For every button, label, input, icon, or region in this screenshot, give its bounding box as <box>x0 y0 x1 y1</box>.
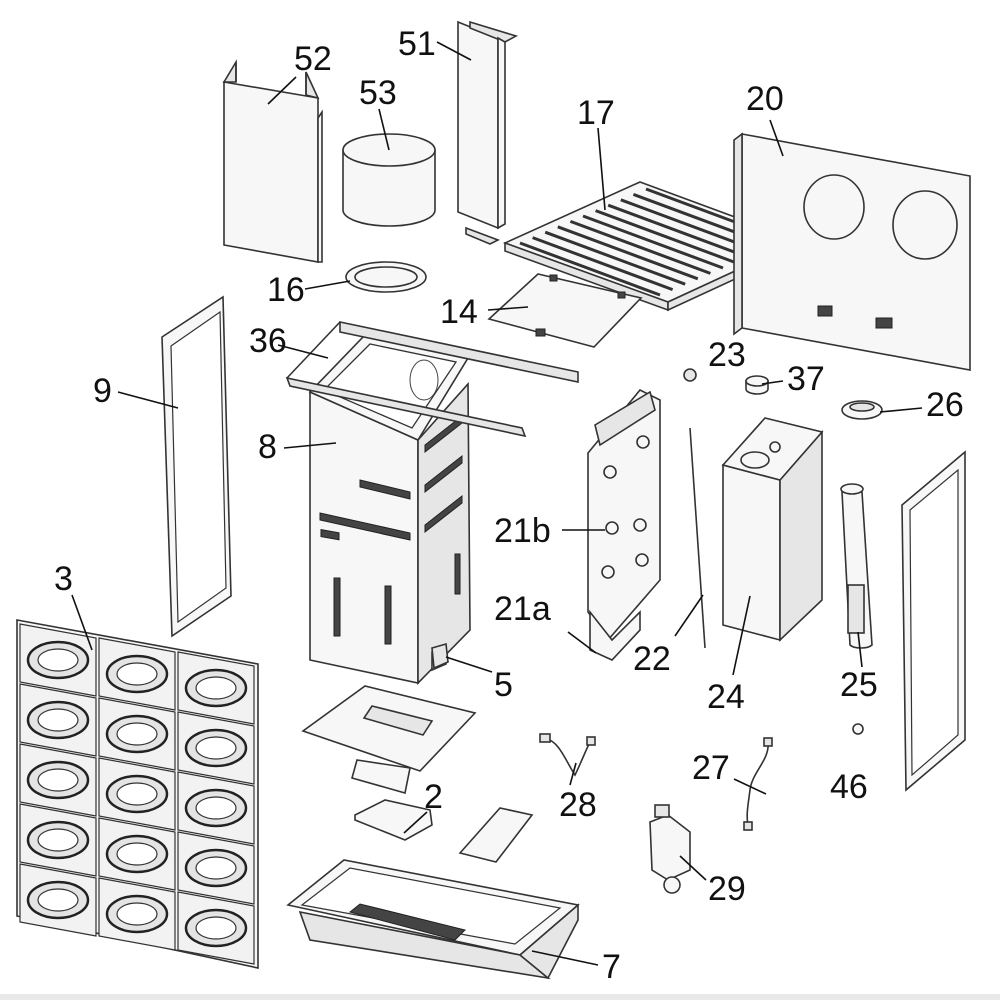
bracket <box>351 759 411 795</box>
label-23: 23 <box>708 336 746 374</box>
label-8: 8 <box>258 428 277 466</box>
right-side-panel <box>901 450 966 792</box>
decor-tile <box>98 757 176 831</box>
label-36: 36 <box>249 322 287 360</box>
grate-bar <box>532 236 674 292</box>
label-51: 51 <box>398 25 436 63</box>
bottom-edge <box>0 994 1000 1000</box>
decor-tile <box>98 697 176 771</box>
part-21a-plate <box>589 609 641 661</box>
part-28-pipe <box>539 733 596 777</box>
part-26-disc <box>841 400 883 420</box>
label-52: 52 <box>294 40 332 78</box>
decor-tile <box>98 877 176 951</box>
part-29-motor <box>649 804 691 894</box>
grate-bar <box>519 241 661 297</box>
decor-tile <box>177 651 255 725</box>
leader-lines <box>71 41 923 966</box>
part-22-rod <box>689 427 706 649</box>
part-51-side-panel <box>457 20 519 245</box>
decor-tile <box>19 623 97 697</box>
label-26: 26 <box>926 386 964 424</box>
label-20: 20 <box>746 80 784 118</box>
grate-bar <box>557 225 699 281</box>
part-23-knob <box>683 368 697 382</box>
label-25: 25 <box>840 666 878 704</box>
label-22: 22 <box>633 640 671 678</box>
decor-tile <box>98 817 176 891</box>
label-17: 17 <box>577 94 615 132</box>
label-5: 5 <box>494 666 513 704</box>
grate-bar <box>595 209 737 265</box>
part-16-ring <box>345 261 427 293</box>
grate-bar <box>544 230 686 286</box>
label-2: 2 <box>424 778 443 816</box>
decor-tile <box>19 683 97 757</box>
part-14-plate <box>487 273 643 348</box>
label-29: 29 <box>708 870 746 908</box>
decor-tile <box>19 743 97 817</box>
label-37: 37 <box>787 360 825 398</box>
part-36-rails <box>285 321 579 438</box>
label-9: 9 <box>93 372 112 410</box>
label-16: 16 <box>267 271 305 309</box>
grate-bar <box>607 203 749 259</box>
decor-tile <box>177 771 255 845</box>
part-37-cap <box>745 375 769 395</box>
label-46: 46 <box>830 768 868 806</box>
decor-tile <box>177 891 255 965</box>
label-27: 27 <box>692 749 730 787</box>
label-14: 14 <box>440 293 478 331</box>
label-3: 3 <box>54 560 73 598</box>
part-9-frame <box>161 295 232 638</box>
grate-bar <box>582 214 724 270</box>
part-52-side-panel <box>222 59 323 263</box>
label-7: 7 <box>602 948 621 986</box>
part-3-front-panel <box>16 619 259 969</box>
decor-tile <box>98 637 176 711</box>
part-25-tube <box>840 483 873 649</box>
decor-tile <box>19 803 97 877</box>
part-27-hose <box>743 737 773 831</box>
decor-tile <box>19 863 97 937</box>
part-5-fitting <box>431 642 449 670</box>
tray-plate <box>301 685 477 772</box>
decor-tile <box>177 711 255 785</box>
label-21b: 21b <box>494 512 551 550</box>
grate-bar <box>569 219 711 275</box>
part-20-back-panel <box>733 132 971 371</box>
label-53: 53 <box>359 74 397 112</box>
part-24-tank <box>721 417 824 642</box>
label-21a: 21a <box>494 590 551 628</box>
part-7-ash-pan <box>286 859 580 980</box>
label-28: 28 <box>559 786 597 824</box>
part-21b-plate <box>587 388 661 642</box>
decor-tile <box>177 831 255 905</box>
part-46-ball <box>852 723 864 735</box>
label-24: 24 <box>707 678 745 716</box>
bracket-plate <box>458 807 534 863</box>
part-2-scoop <box>354 799 433 841</box>
part-labels: 52 53 51 17 20 16 14 36 23 37 26 9 8 21b… <box>54 25 964 986</box>
